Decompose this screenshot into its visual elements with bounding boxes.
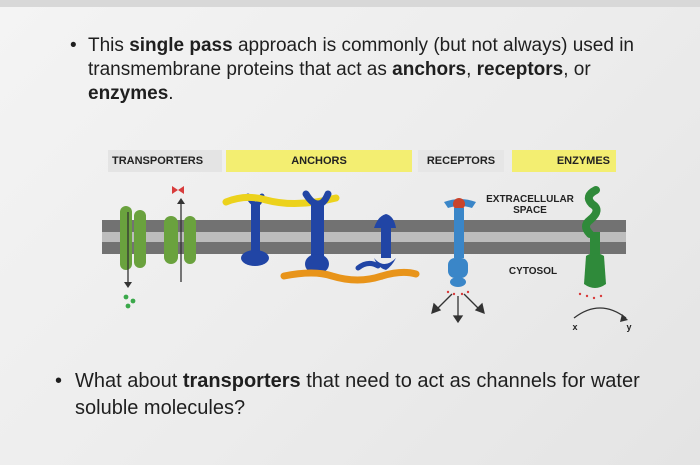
label-cytosol: CYTOSOL: [508, 266, 558, 277]
enzyme-protein: [582, 186, 606, 288]
anchor-protein-3: [355, 214, 396, 271]
slide-top-strip: [0, 0, 700, 7]
transporter-protein-right: [164, 186, 196, 282]
category-receptors: RECEPTORS: [418, 150, 504, 172]
label-extracellular-space: EXTRACELLULAR SPACE: [486, 194, 574, 216]
anchor-protein-2: [302, 190, 332, 274]
membrane-core: [102, 232, 626, 242]
label-product-y: y: [626, 322, 632, 332]
bullet-dot-icon: •: [70, 35, 77, 56]
bullet2-text: What about transporters that need to act…: [75, 370, 640, 419]
membrane-illustration: [102, 186, 628, 324]
label-substrate-x: x: [572, 322, 578, 332]
category-anchors: ANCHORS: [226, 150, 412, 172]
membrane-inner-layer: [102, 242, 626, 254]
category-enzymes: ENZYMES: [512, 150, 616, 172]
anchor-orange-filament: [280, 268, 420, 284]
bullet-single-pass: • This single pass approach is commonly …: [70, 34, 678, 106]
receptor-signal-dots: [446, 290, 470, 296]
category-transporters: TRANSPORTERS: [108, 150, 222, 172]
bullet-dot-icon: •: [55, 370, 63, 392]
membrane-outer-layer: [102, 220, 626, 232]
receptor-signal-arrows: [431, 293, 485, 324]
receptor-protein: [444, 198, 476, 287]
transporter-molecules: [123, 294, 136, 309]
bullet1-text: This single pass approach is commonly (b…: [88, 35, 634, 104]
membrane-protein-diagram: TRANSPORTERS ANCHORS RECEPTORS ENZYMES: [98, 146, 632, 342]
enzyme-signal-dots: [578, 292, 603, 300]
enzyme-reaction-arrow: [573, 307, 628, 322]
transporter-protein-left: [120, 206, 146, 288]
bullet-transporters-question: • What about transporters that need to a…: [55, 368, 685, 422]
receptor-ligand: [453, 198, 465, 210]
